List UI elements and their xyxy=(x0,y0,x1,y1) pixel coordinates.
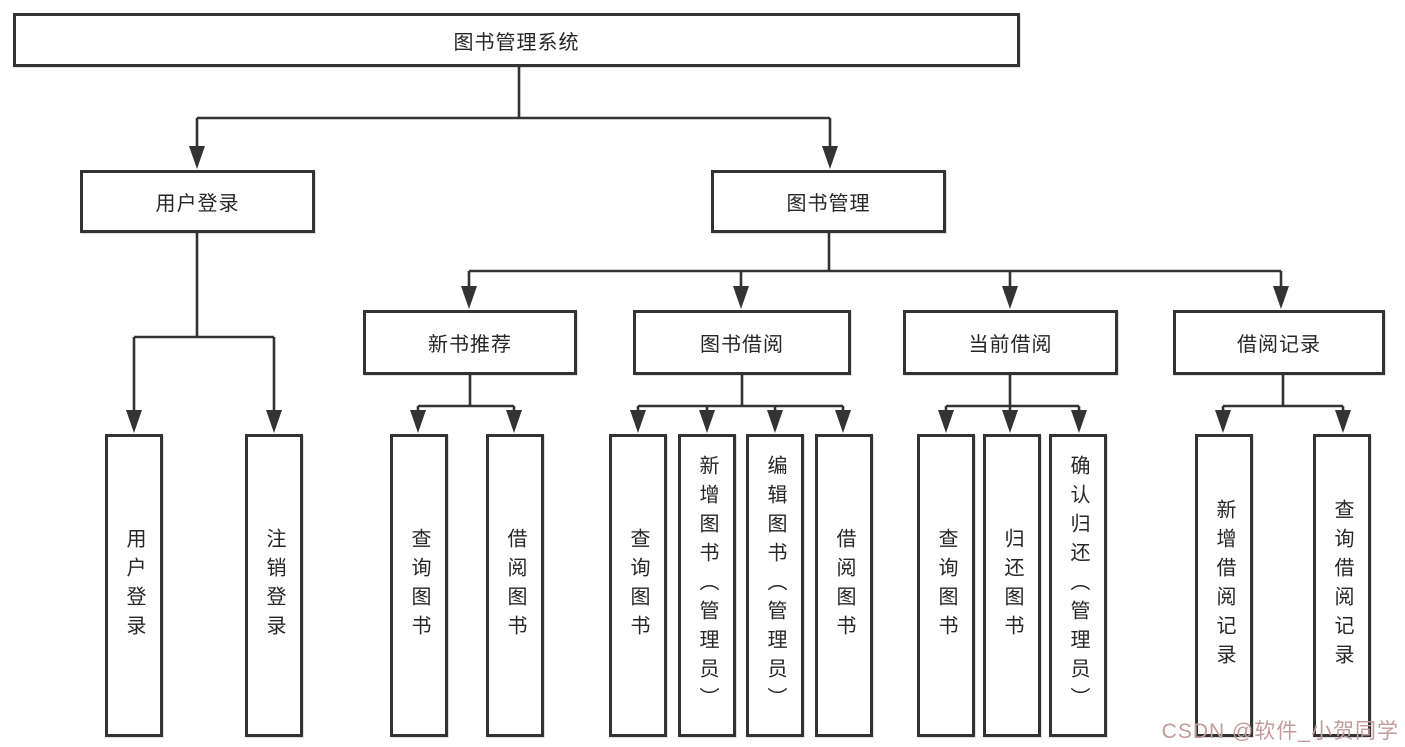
node-user-login: 用户登录 xyxy=(80,170,315,233)
connector-path xyxy=(132,66,1345,414)
arrowhead-down-icon xyxy=(410,410,426,433)
csdn-watermark: CSDN @软件_小贺同学 xyxy=(1161,720,1399,743)
node-new-book-recommend-label: 新书推荐 xyxy=(428,334,512,356)
arrowhead-down-icon xyxy=(126,410,142,433)
arrowhead-down-icon xyxy=(1002,286,1018,309)
leaf-bb-edit-book-admin: 编辑图书（管理员） xyxy=(746,434,804,737)
leaf-bb-borrow-books: 借阅图书 xyxy=(815,434,873,737)
leaf-nb-borrow-books-label: 借阅图书 xyxy=(504,527,526,644)
leaf-user-login-label: 用户登录 xyxy=(123,527,145,644)
arrowhead-down-icon xyxy=(1335,410,1351,433)
leaf-cb-query-books: 查询图书 xyxy=(917,434,975,737)
arrowhead-down-icon xyxy=(189,146,205,169)
arrowhead-down-icon xyxy=(1002,410,1018,433)
leaf-nb-borrow-books: 借阅图书 xyxy=(486,434,544,737)
arrowhead-down-icon xyxy=(699,410,715,433)
leaf-nb-query-books-label: 查询图书 xyxy=(408,527,430,644)
node-user-login-label: 用户登录 xyxy=(155,193,240,215)
arrowhead-down-icon xyxy=(461,286,477,309)
leaf-nb-query-books: 查询图书 xyxy=(390,434,448,737)
node-book-borrow-label: 图书借阅 xyxy=(700,334,784,356)
leaf-bb-add-book-admin-label: 新增图书（管理员） xyxy=(696,455,718,716)
node-root-label: 图书管理系统 xyxy=(453,31,580,54)
node-book-borrow: 图书借阅 xyxy=(633,310,851,375)
node-current-borrow: 当前借阅 xyxy=(903,310,1118,375)
node-new-book-recommend: 新书推荐 xyxy=(363,310,577,375)
arrowhead-down-icon xyxy=(822,146,838,169)
leaf-cb-return-books: 归还图书 xyxy=(983,434,1041,737)
leaf-bb-edit-book-admin-label: 编辑图书（管理员） xyxy=(764,455,786,716)
leaf-logout-label: 注销登录 xyxy=(263,527,285,644)
leaf-cb-confirm-return-admin-label: 确认归还（管理员） xyxy=(1067,455,1089,716)
arrowhead-down-icon xyxy=(767,410,783,433)
arrowhead-down-icon xyxy=(1215,410,1231,433)
leaf-cb-confirm-return-admin: 确认归还（管理员） xyxy=(1049,434,1107,737)
leaf-cb-return-books-label: 归还图书 xyxy=(1001,527,1023,644)
node-borrow-records-label: 借阅记录 xyxy=(1237,334,1321,356)
node-book-management: 图书管理 xyxy=(711,170,946,233)
leaf-bb-add-book-admin: 新增图书（管理员） xyxy=(678,434,736,737)
node-root: 图书管理系统 xyxy=(13,13,1020,67)
arrowhead-down-icon xyxy=(266,410,282,433)
leaf-br-query-record-label: 查询借阅记录 xyxy=(1331,498,1353,673)
node-current-borrow-label: 当前借阅 xyxy=(968,334,1053,356)
arrowhead-down-icon xyxy=(938,410,954,433)
arrowhead-down-icon xyxy=(630,410,646,433)
node-book-management-label: 图书管理 xyxy=(786,193,871,215)
leaf-user-login: 用户登录 xyxy=(105,434,163,737)
arrowhead-down-icon xyxy=(506,410,522,433)
leaf-bb-query-books: 查询图书 xyxy=(609,434,667,737)
leaf-bb-borrow-books-label: 借阅图书 xyxy=(833,527,855,644)
leaf-br-add-record: 新增借阅记录 xyxy=(1195,434,1253,737)
arrowhead-down-icon xyxy=(1071,410,1087,433)
leaf-cb-query-books-label: 查询图书 xyxy=(935,527,957,644)
leaf-logout: 注销登录 xyxy=(245,434,303,737)
leaf-bb-query-books-label: 查询图书 xyxy=(627,527,649,644)
node-borrow-records: 借阅记录 xyxy=(1173,310,1385,375)
leaf-br-add-record-label: 新增借阅记录 xyxy=(1213,498,1235,673)
arrowhead-down-icon xyxy=(733,286,749,309)
leaf-br-query-record: 查询借阅记录 xyxy=(1313,434,1371,737)
arrowhead-down-icon xyxy=(835,410,851,433)
arrowhead-down-icon xyxy=(1273,286,1289,309)
